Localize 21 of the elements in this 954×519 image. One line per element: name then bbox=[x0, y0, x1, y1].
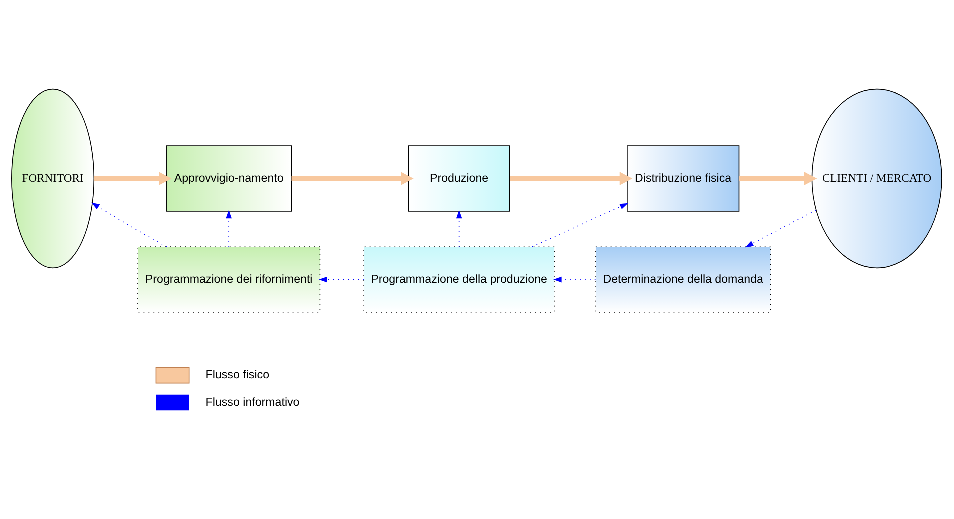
node-box: Produzione bbox=[408, 146, 510, 212]
node-ellipse: FORNITORI bbox=[12, 88, 95, 269]
node-box: Approvvigio-namento bbox=[166, 146, 292, 212]
node-box: Programmazione dei rifornimenti bbox=[138, 246, 321, 313]
arrow bbox=[554, 276, 596, 283]
arrow bbox=[292, 172, 414, 186]
arrow bbox=[510, 172, 633, 186]
node-box: Distribuzione fisica bbox=[627, 146, 740, 212]
arrow bbox=[456, 210, 462, 248]
arrow bbox=[94, 172, 172, 186]
node-box: Determinazione della domanda bbox=[596, 246, 772, 313]
arrow bbox=[92, 202, 168, 248]
node-ellipse: CLIENTI / MERCATO bbox=[812, 88, 942, 269]
legend-label: Flusso fisico bbox=[206, 370, 270, 382]
arrow bbox=[745, 210, 817, 248]
arrow bbox=[226, 210, 232, 248]
arrow bbox=[532, 203, 628, 248]
arrow bbox=[739, 172, 818, 186]
node-box: Programmazione della produzione bbox=[364, 246, 555, 313]
arrow bbox=[319, 276, 364, 283]
legend-label: Flusso informativo bbox=[206, 396, 300, 409]
